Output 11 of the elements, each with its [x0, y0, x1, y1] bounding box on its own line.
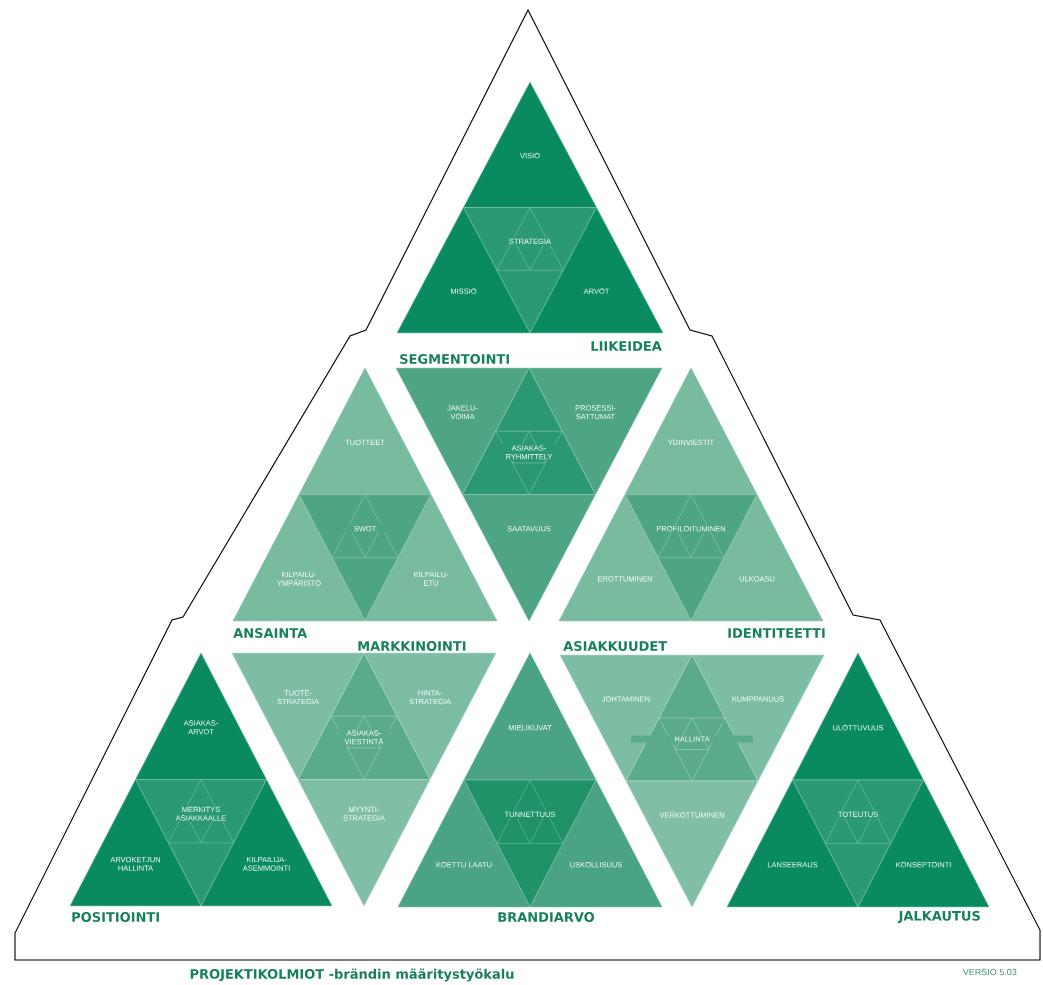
node-label: BRANDIARVO [498, 912, 595, 922]
version-label: VERSIO 5.03 [962, 968, 1017, 976]
node-label: MARKKINOINTI [358, 641, 466, 651]
node-label: SEGMENTOINTI [400, 354, 509, 364]
caption: PROJEKTIKOLMIOT -brändin määritystyökalu [190, 968, 514, 982]
node-label: ANSAINTA [233, 628, 308, 638]
node-label: POSITIOINTI [72, 912, 159, 922]
node-label: IDENTITEETTI [728, 628, 825, 638]
node-label: ASIAKKUUDET [563, 641, 668, 651]
node-label: LIIKEIDEA [591, 341, 662, 351]
node-label: JALKAUTUS [897, 910, 980, 924]
